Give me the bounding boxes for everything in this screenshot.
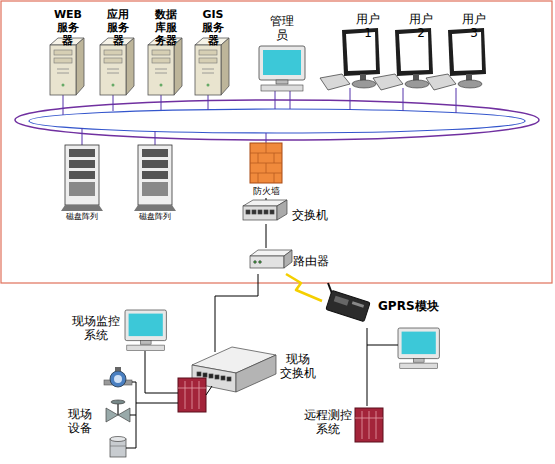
valve-icon <box>106 400 130 422</box>
user-node: 用户 1 <box>320 10 382 92</box>
network-ring <box>15 100 539 140</box>
switch-node: 交换机 <box>242 200 337 224</box>
disk-array-node: 磁盘阵列 <box>56 144 108 224</box>
remote-monitor-icon <box>398 328 439 369</box>
plc-icon <box>355 408 383 442</box>
server-node: WEB 服务 器 <box>48 6 88 96</box>
network-link <box>286 274 322 301</box>
plc-icon <box>178 378 206 412</box>
network-link <box>266 224 267 248</box>
device-label: 现场 设备 <box>68 407 92 436</box>
gprs-node: GPRS模块 <box>322 286 442 328</box>
user-node: 用户 2 <box>373 10 435 92</box>
network-link <box>266 198 267 200</box>
device-label: 远程测控 系统 <box>304 408 352 437</box>
device-label: 路由器 <box>293 254 329 268</box>
center-border <box>1 1 552 283</box>
server-node: 数据 库服 务器 <box>146 6 186 96</box>
router-icon <box>250 250 292 268</box>
device-label: 磁盘阵列 <box>139 212 171 222</box>
device-label: 用户 2 <box>409 12 433 41</box>
device-label: GPRS模块 <box>378 299 439 313</box>
device-label: 交换机 <box>292 208 328 222</box>
device-label: 数据 库服 务器 <box>155 8 177 48</box>
admin-node: 管理 员 <box>256 12 308 92</box>
server-node: GIS 服务 器 <box>193 6 233 96</box>
tank-icon <box>110 437 126 458</box>
device-label: GIS 服务 器 <box>202 8 224 48</box>
remote-system-node: 远程测控 系统 <box>302 406 384 446</box>
firewall-node: 防火墙 <box>246 142 286 198</box>
device-label: 防火墙 <box>253 186 280 197</box>
network-link <box>367 328 368 406</box>
monitor-system-node: 现场监控 系统 <box>70 308 170 352</box>
field-monitor-icon <box>125 310 166 351</box>
network-link <box>215 274 258 352</box>
device-label: 磁盘阵列 <box>66 212 98 222</box>
ring-wires <box>63 88 456 145</box>
disk-array-node: 磁盘阵列 <box>129 144 181 224</box>
meter-icon <box>104 367 132 387</box>
user-node: 用户 3 <box>426 10 488 92</box>
device-label: 现场监控 系统 <box>72 314 120 343</box>
switch-icon <box>243 200 287 220</box>
device-label: 现场 交换机 <box>280 352 316 381</box>
gprs-module-icon <box>326 283 370 322</box>
server-node: 应用 服务 器 <box>98 6 138 96</box>
monitor-icon <box>259 46 305 91</box>
device-label: WEB 服务 器 <box>54 8 82 48</box>
router-node: 路由器 <box>249 248 337 274</box>
field-wires <box>126 345 398 448</box>
firewall-icon <box>250 143 282 183</box>
field-switch-node: 现场 交换机 <box>188 352 310 394</box>
device-label: 管理 员 <box>270 14 294 43</box>
disk-array-icon <box>134 145 176 211</box>
device-label: 应用 服务 器 <box>107 8 129 48</box>
field-device-node: 现场 设备 <box>66 365 142 461</box>
device-label: 用户 1 <box>356 12 380 41</box>
device-label: 用户 3 <box>462 12 486 41</box>
disk-array-icon <box>61 145 103 211</box>
